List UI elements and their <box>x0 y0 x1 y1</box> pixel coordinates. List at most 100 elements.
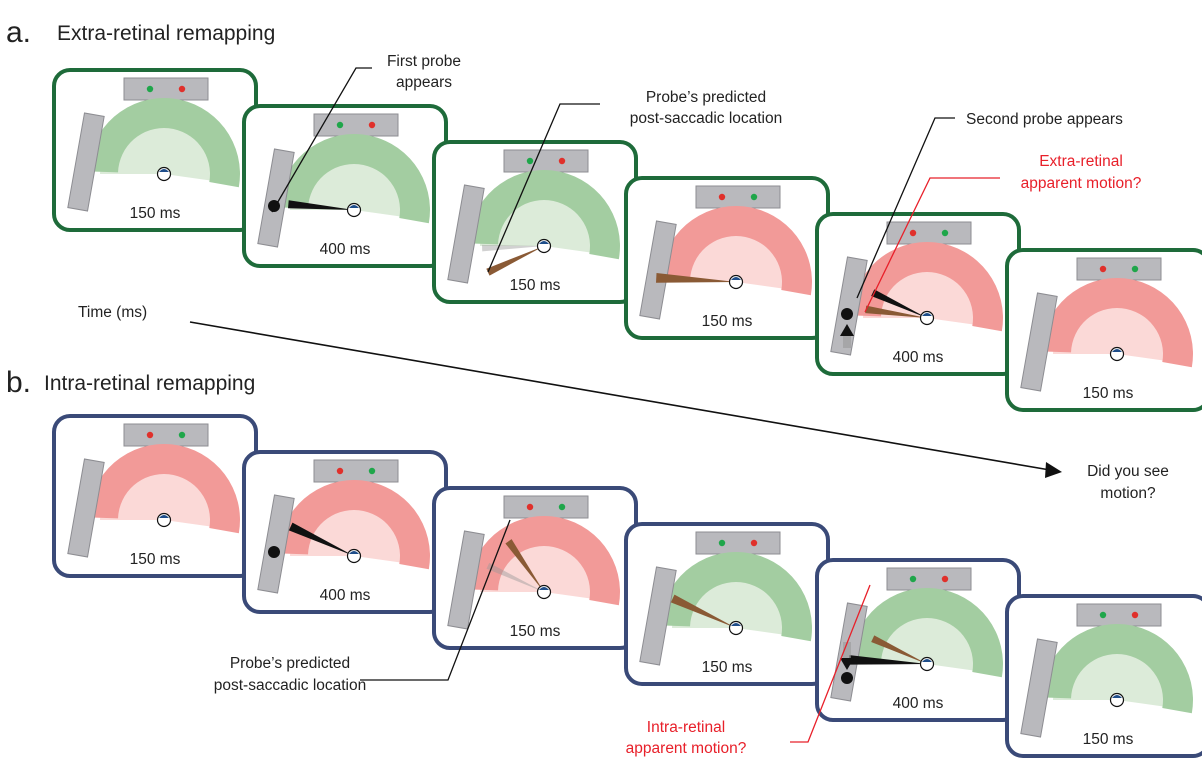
annotation-line-intra-retinal <box>790 584 871 743</box>
probe-bar <box>639 566 677 666</box>
intra-retinal-line-1: Intra-retinal <box>647 719 725 736</box>
panel-b-frame-1: 150 ms <box>52 414 258 578</box>
black-probe-wedge <box>288 200 354 210</box>
brown-probe-wedge <box>505 539 544 592</box>
brown-probe-wedge <box>656 272 736 283</box>
target-dot-left <box>718 193 726 201</box>
target-dot-right <box>368 121 376 129</box>
pupil-icon <box>731 623 741 626</box>
probe-bar <box>639 220 677 320</box>
pupil-icon <box>922 659 932 662</box>
panel-a-title: Extra-retinal remapping <box>57 22 275 45</box>
predicted-b-line-2: post-saccadic location <box>214 677 367 694</box>
target-dot-right <box>178 85 186 93</box>
arc-band <box>851 587 1003 678</box>
predicted-b-line-1: Probe’s predicted <box>230 655 350 672</box>
question-line-2: motion? <box>1100 485 1156 502</box>
intra-retinal-line-2: apparent motion? <box>626 740 747 757</box>
probe-bar <box>257 494 295 594</box>
pupil-icon <box>349 551 359 554</box>
target-dot-right <box>558 503 566 511</box>
second-probe-label: Second probe appears <box>966 111 1123 128</box>
extra-retinal-line-2: apparent motion? <box>1021 175 1142 192</box>
target-dot-left <box>146 431 154 439</box>
arc-band <box>88 97 240 188</box>
duration-label: 150 ms <box>510 277 561 294</box>
first-probe-line-2: appears <box>396 74 452 91</box>
duration-label: 150 ms <box>702 659 753 676</box>
arc-band <box>278 479 430 570</box>
duration-label: 400 ms <box>893 695 944 712</box>
target-dot-right <box>941 229 949 237</box>
target-dot-left <box>909 229 917 237</box>
annotation-line-predicted-b <box>360 519 511 681</box>
panel-b-frame-5: 400 ms <box>815 558 1021 722</box>
annotation-line-extra-retinal <box>864 177 1000 313</box>
duration-label: 150 ms <box>702 313 753 330</box>
target-dot-right <box>558 157 566 165</box>
black-probe-wedge <box>288 522 354 556</box>
panel-a-frame-6: 150 ms <box>1005 248 1202 412</box>
predicted-a-line-2: post-saccadic location <box>630 110 783 127</box>
panel-a-frame-3: 150 ms <box>432 140 638 304</box>
target-dot-right <box>750 539 758 547</box>
brown-probe-wedge <box>871 635 927 664</box>
panel-b-title: Intra-retinal remapping <box>44 372 255 395</box>
motion-trail <box>843 332 851 348</box>
duration-label: 150 ms <box>510 623 561 640</box>
pupil-icon <box>731 277 741 280</box>
arrow-down-icon <box>840 658 854 670</box>
probe-bar <box>830 256 868 356</box>
target-dot-right <box>941 575 949 583</box>
target-dot-left <box>336 467 344 475</box>
panel-a-letter: a. <box>6 16 31 49</box>
duration-label: 150 ms <box>1083 731 1134 748</box>
probe-bar <box>1020 292 1058 392</box>
probe-bar <box>1020 638 1058 738</box>
panel-a-frame-1: 150 ms <box>52 68 258 232</box>
arrow-up-icon <box>840 324 854 336</box>
pupil-icon <box>159 169 169 172</box>
panel-a-frames: 150 ms 400 ms 150 ms 150 ms 400 ms 150 ms <box>52 68 1202 412</box>
target-dot-left <box>1099 611 1107 619</box>
brown-probe-wedge <box>486 246 544 276</box>
target-dot-right <box>750 193 758 201</box>
duration-label: 400 ms <box>320 241 371 258</box>
arc-band <box>1041 623 1193 714</box>
duration-label: 150 ms <box>130 551 181 568</box>
duration-label: 400 ms <box>893 349 944 366</box>
target-dot-left <box>526 503 534 511</box>
pupil-icon <box>922 313 932 316</box>
target-dot-left <box>526 157 534 165</box>
probe-dot <box>841 308 853 320</box>
brown-probe-wedge <box>865 305 927 318</box>
target-dot-left <box>1099 265 1107 273</box>
target-dot-left <box>909 575 917 583</box>
panel-b-frame-2: 400 ms <box>242 450 448 614</box>
arc-band <box>851 241 1003 332</box>
black-probe-wedge <box>871 289 927 318</box>
annotation-lines-a <box>271 67 955 299</box>
target-bar <box>313 459 399 483</box>
time-label: Time (ms) <box>78 304 147 321</box>
target-bar <box>123 77 209 101</box>
target-bar <box>503 495 589 519</box>
target-dot-right <box>1131 611 1139 619</box>
arc-band <box>468 169 620 260</box>
probe-dot <box>268 546 280 558</box>
pupil-icon <box>349 205 359 208</box>
duration-label: 150 ms <box>1083 385 1134 402</box>
extra-retinal-line-1: Extra-retinal <box>1039 153 1123 170</box>
pupil-icon <box>1112 349 1122 352</box>
time-arrow <box>189 321 1062 478</box>
probe-dot <box>841 672 853 684</box>
panel-b-letter: b. <box>6 366 31 399</box>
panel-a-frame-5: 400 ms <box>815 212 1021 376</box>
arc-band <box>278 133 430 224</box>
panel-a-frame-4: 150 ms <box>624 176 830 340</box>
pupil-icon <box>1112 695 1122 698</box>
ghost-wedge <box>486 562 544 592</box>
panel-b-frames: 150 ms 400 ms 150 ms 150 ms 400 ms 150 ms <box>52 414 1202 758</box>
target-bar <box>123 423 209 447</box>
black-probe-wedge <box>849 655 927 665</box>
